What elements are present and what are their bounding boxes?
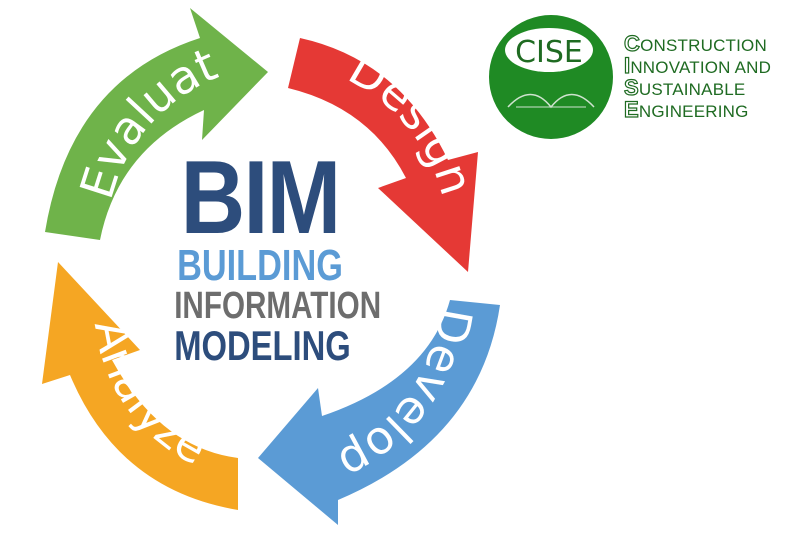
information-word: INFORMATION — [174, 285, 382, 327]
analyze-arrow-shape — [42, 262, 238, 510]
bim-title-block: BIM BUILDING INFORMATION MODELING — [150, 140, 382, 369]
logo-cloud — [505, 28, 593, 72]
evaluate-arrow-shape — [45, 8, 268, 240]
building-word: BUILDING — [177, 241, 343, 290]
logo-line-engineering: ENGINEERING — [623, 97, 749, 122]
develop-arrow-shape — [258, 300, 500, 525]
cise-logo-badge: CISE — [489, 15, 613, 139]
logo-badge-text: CISE — [515, 35, 583, 70]
logo-line-innovation: INNOVATION AND — [623, 53, 772, 78]
bim-acronym: BIM — [180, 140, 342, 256]
modeling-word: MODELING — [174, 322, 351, 369]
logo-line-sustainable: SUSTAINABLE — [623, 75, 746, 100]
bim-cycle-diagram: Design Develop Analyze Evaluate — [42, 8, 500, 525]
design-arrow-shape — [288, 38, 478, 272]
logo-wordmark: CONSTRUCTION INNOVATION AND SUSTAINABLE … — [623, 31, 772, 122]
logo-line-construction: CONSTRUCTION — [623, 31, 767, 56]
